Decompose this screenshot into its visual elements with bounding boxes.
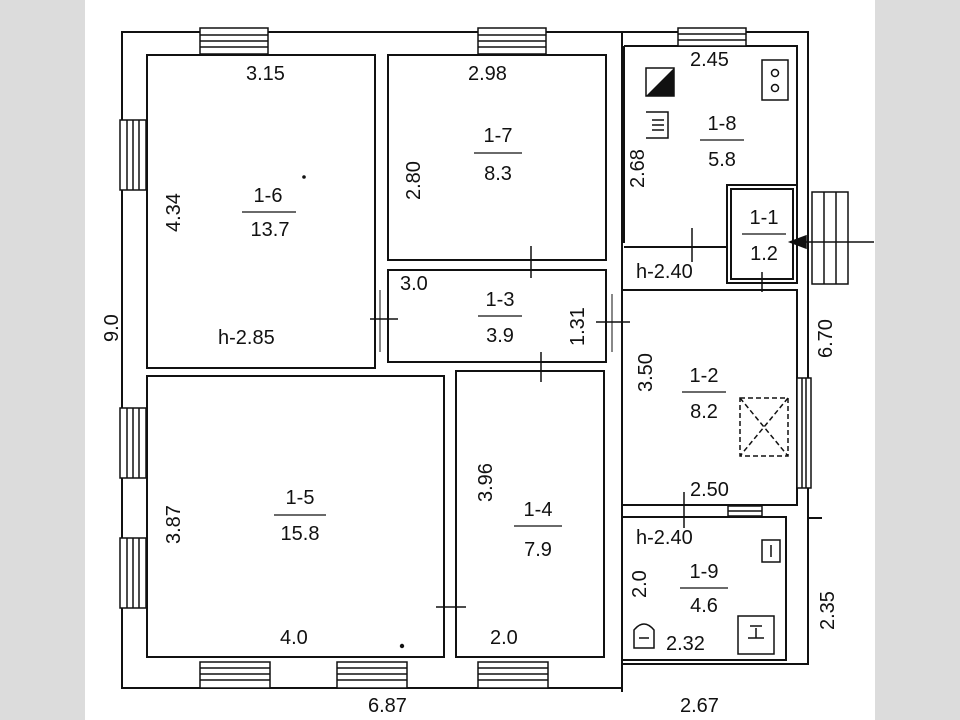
window-top-3 [677, 27, 747, 47]
room-1-3-outline [387, 269, 607, 363]
ceiling-hall: h-2.40 [636, 261, 693, 283]
dim-overall-right-upper: 6.70 [815, 319, 837, 358]
shower-icon [737, 615, 775, 655]
room-1-6-area: 13.7 [251, 219, 290, 241]
windows [119, 27, 812, 689]
dim-r17-height: 2.80 [403, 161, 425, 200]
room-1-5-outline [146, 375, 445, 658]
door-marks [370, 228, 763, 608]
boiler-icon [645, 67, 675, 97]
dim-r16-width: 3.15 [246, 63, 285, 85]
dim-r13-height: 1.31 [567, 307, 589, 346]
dim-r19-height: 2.0 [629, 570, 651, 598]
stair-hatch-icon [739, 397, 789, 457]
vertical-dimension-labels: 9.0 4.34 2.80 2.68 1.31 3.50 6.70 3.87 3… [101, 149, 839, 630]
room-1-3-area: 3.9 [486, 325, 514, 347]
window-bottom-1 [199, 661, 271, 689]
room-1-7-outline [387, 54, 607, 261]
entrance-steps [811, 191, 849, 285]
dim-r12-width: 2.50 [690, 479, 729, 501]
dim-r15-width: 4.0 [280, 627, 308, 649]
room-1-6-id: 1-6 [254, 185, 283, 207]
room-1-7-area: 8.3 [484, 163, 512, 185]
dim-r16-height: 4.34 [163, 193, 185, 232]
dim-r14-width: 2.0 [490, 627, 518, 649]
dim-r18-height: 2.68 [627, 149, 649, 188]
room-1-5-id: 1-5 [286, 487, 315, 509]
room-1-9-outline [621, 516, 787, 661]
dim-r13-width: 3.0 [400, 273, 428, 295]
room-1-7-id: 1-7 [484, 125, 513, 147]
window-right-1 [796, 377, 812, 489]
dim-overall-right-lower: 2.35 [817, 591, 839, 630]
dim-overall-height: 9.0 [101, 314, 123, 342]
window-top-1 [199, 27, 269, 55]
speck [302, 175, 306, 179]
dim-r18-width: 2.45 [690, 49, 729, 71]
window-bath [727, 505, 763, 517]
room-1-8-id: 1-8 [708, 113, 737, 135]
window-top-2 [477, 27, 547, 55]
room-1-1-id: 1-1 [750, 207, 779, 229]
scan-margin-left [0, 0, 85, 720]
room-1-1-area: 1.2 [750, 243, 778, 265]
dimension-labels: 3.15 2.98 2.45 h-2.85 3.0 h-2.40 2.50 h-… [218, 49, 729, 717]
dim-overall-bottom-left: 6.87 [368, 695, 407, 717]
window-bottom-3 [477, 661, 549, 689]
dim-r12-height: 3.50 [635, 353, 657, 392]
window-left-3 [119, 537, 147, 609]
window-bottom-2 [336, 661, 408, 689]
room-1-6-outline [146, 54, 376, 369]
room-1-9-area: 4.6 [690, 595, 718, 617]
ceiling-bath: h-2.40 [636, 527, 693, 549]
room-1-4-outline [455, 370, 605, 658]
window-left-2 [119, 407, 147, 479]
room-outlines [146, 45, 798, 661]
room-1-2-area: 8.2 [690, 401, 718, 423]
dim-r19-width: 2.32 [666, 633, 705, 655]
room-1-5-area: 15.8 [281, 523, 320, 545]
room-1-8-area: 5.8 [708, 149, 736, 171]
window-left-1 [119, 119, 147, 191]
stove-icon [761, 59, 789, 101]
dim-r15-height: 3.87 [163, 505, 185, 544]
room-1-3-id: 1-3 [486, 289, 515, 311]
sink-icon [646, 111, 669, 139]
room-1-4-area: 7.9 [524, 539, 552, 561]
room-1-4-id: 1-4 [524, 499, 553, 521]
heater-icon [761, 539, 781, 563]
entrance-arrow [787, 234, 874, 250]
room-1-2-id: 1-2 [690, 365, 719, 387]
toilet-icon [633, 623, 655, 649]
room-labels: 1-6 13.7 1-7 8.3 1-8 5.8 1-1 1.2 1-3 3.9… [242, 113, 786, 617]
paper [85, 0, 875, 720]
dim-r17-width: 2.98 [468, 63, 507, 85]
dim-overall-bottom-right: 2.67 [680, 695, 719, 717]
ceiling-left: h-2.85 [218, 327, 275, 349]
room-1-9-id: 1-9 [690, 561, 719, 583]
dim-r14-height: 3.96 [475, 463, 497, 502]
speck [399, 643, 405, 649]
scan-margin-right [875, 0, 960, 720]
